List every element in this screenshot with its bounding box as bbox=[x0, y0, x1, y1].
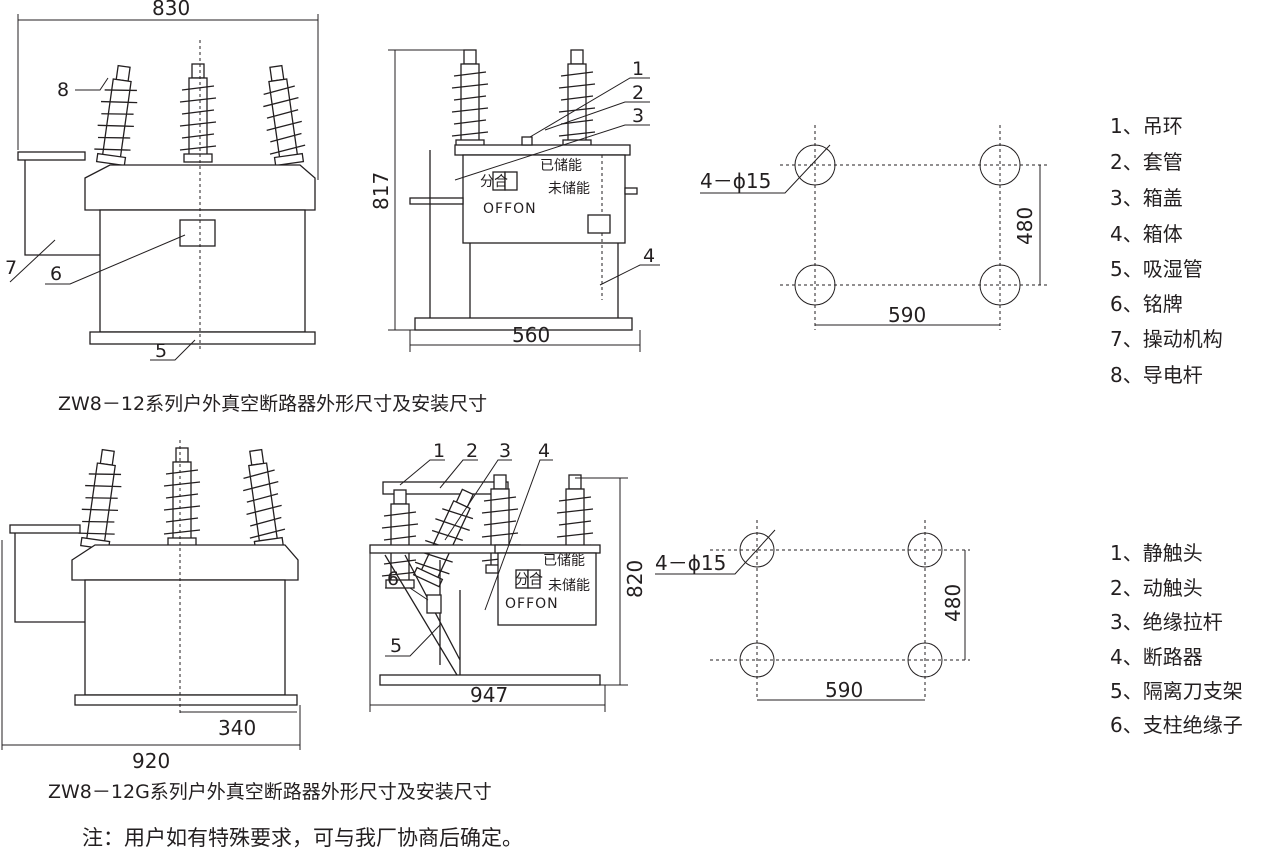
legend-item: 3、箱盖 bbox=[1110, 186, 1183, 210]
callout-2: 2 bbox=[466, 440, 478, 462]
dim-340: 340 bbox=[218, 716, 256, 740]
callout-5: 5 bbox=[155, 340, 167, 362]
callout-6: 6 bbox=[387, 568, 399, 590]
callout-3: 3 bbox=[499, 440, 511, 462]
top-legend: 1、吊环 2、套管 3、箱盖 4、箱体 5、吸湿管 6、铭牌 7、操动机构 8、… bbox=[1110, 114, 1223, 387]
legend-item: 5、吸湿管 bbox=[1110, 257, 1203, 281]
dim-hole: 4－ϕ15 bbox=[655, 551, 726, 575]
not-stored-label: 未储能 bbox=[548, 181, 590, 197]
callout-4: 4 bbox=[643, 245, 655, 267]
bottom-legend: 1、静触头 2、动触头 3、绝缘拉杆 4、断路器 5、隔离刀支架 6、支柱绝缘子 bbox=[1110, 541, 1243, 737]
dim-947: 947 bbox=[470, 683, 508, 707]
legend-item: 4、断路器 bbox=[1110, 645, 1203, 669]
dim-820: 820 bbox=[623, 560, 647, 598]
legend-item: 7、操动机构 bbox=[1110, 327, 1223, 351]
bushing-left bbox=[76, 447, 127, 551]
dim-817: 817 bbox=[369, 172, 393, 210]
legend-item: 5、隔离刀支架 bbox=[1110, 679, 1243, 703]
callout-7: 7 bbox=[5, 257, 17, 279]
nameplate bbox=[179, 219, 216, 247]
legend-item: 8、导电杆 bbox=[1110, 363, 1203, 387]
footnote: 注：用户如有特殊要求，可与我厂协商后确定。 bbox=[82, 826, 523, 850]
bushing-center bbox=[163, 447, 201, 547]
bushing-left bbox=[92, 63, 143, 167]
legend-item: 2、套管 bbox=[1110, 150, 1183, 174]
top-hole-pattern: 480 590 4－ϕ15 bbox=[700, 125, 1050, 330]
off-on-label: OFFON bbox=[505, 596, 559, 612]
bushing-center bbox=[179, 63, 217, 163]
bushing-right bbox=[257, 63, 308, 167]
callout-6: 6 bbox=[50, 263, 62, 285]
legend-item: 6、支柱绝缘子 bbox=[1110, 713, 1243, 737]
bottom-side-view: 947 820 分合 已储能 未储能 OFFON 1 2 3 4 5 6 bbox=[369, 440, 647, 712]
lifting-ring bbox=[521, 136, 533, 146]
callout-4: 4 bbox=[538, 440, 550, 462]
top-caption: ZW8－12系列户外真空断路器外形尺寸及安装尺寸 bbox=[58, 393, 487, 415]
not-stored-label: 未储能 bbox=[548, 578, 590, 594]
dim-480: 480 bbox=[1013, 207, 1037, 245]
top-side-view: 817 560 分合 已储能 未储能 OFFON 1 2 3 4 bbox=[369, 49, 660, 352]
dim-hole: 4－ϕ15 bbox=[700, 169, 771, 193]
dim-830: 830 bbox=[152, 0, 190, 20]
dim-480: 480 bbox=[941, 584, 965, 622]
open-close-indicator: 分合 bbox=[480, 174, 508, 190]
off-on-label: OFFON bbox=[483, 201, 537, 217]
stored-label: 已储能 bbox=[543, 553, 585, 569]
legend-item: 6、铭牌 bbox=[1110, 292, 1183, 316]
bushing-1 bbox=[451, 49, 489, 149]
legend-item: 3、绝缘拉杆 bbox=[1110, 610, 1223, 634]
stored-label: 已储能 bbox=[540, 158, 582, 174]
dim-590: 590 bbox=[825, 678, 863, 702]
bottom-front-view: 340 920 bbox=[1, 440, 301, 773]
dim-560: 560 bbox=[512, 323, 550, 347]
legend-item: 1、吊环 bbox=[1110, 114, 1183, 138]
legend-item: 1、静触头 bbox=[1110, 541, 1203, 565]
callout-1: 1 bbox=[433, 440, 445, 462]
callout-3: 3 bbox=[632, 105, 644, 127]
callout-5: 5 bbox=[390, 635, 402, 657]
dim-920: 920 bbox=[132, 749, 170, 773]
open-close-indicator: 分合 bbox=[515, 572, 543, 588]
callout-1: 1 bbox=[632, 58, 644, 80]
legend-item: 2、动触头 bbox=[1110, 576, 1203, 600]
bottom-caption: ZW8－12G系列户外真空断路器外形尺寸及安装尺寸 bbox=[48, 781, 492, 803]
callout-8: 8 bbox=[57, 79, 69, 101]
legend-item: 4、箱体 bbox=[1110, 222, 1183, 246]
bottom-hole-pattern: 480 590 4－ϕ15 bbox=[655, 520, 970, 702]
top-front-view: 830 8 7 6 5 bbox=[5, 0, 319, 362]
bushing-right bbox=[237, 447, 288, 551]
bushing-2 bbox=[558, 49, 596, 149]
dim-590: 590 bbox=[888, 303, 926, 327]
callout-2: 2 bbox=[632, 82, 644, 104]
